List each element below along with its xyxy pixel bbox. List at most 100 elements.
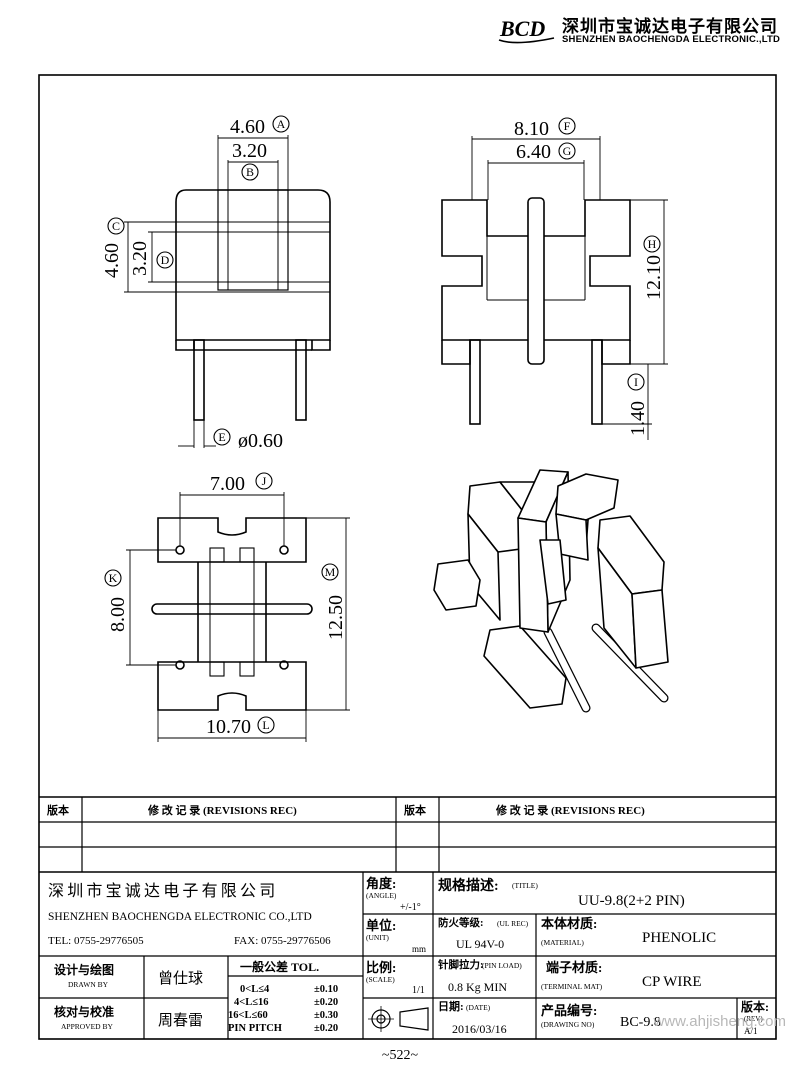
front-view [175,189,331,421]
tol-range-2: 4<L≤16 [234,997,269,1008]
dim-e-value: ø0.60 [238,430,283,452]
terminal-value: CP WIRE [642,974,702,990]
label-f: F [564,119,571,133]
front-view-dims [124,135,289,448]
date-label-en: (DATE) [466,1003,491,1012]
label-j: J [262,474,267,488]
tol-range-1: 0<L≤4 [240,984,270,995]
pinload-label-en: (PIN LOAD) [482,961,522,970]
drawn-value: 曾仕球 [158,970,203,987]
tol-range-3: 16<L≤60 [228,1010,268,1021]
label-h: H [648,237,657,251]
dim-j-value: 7.00 [210,473,245,495]
side-view-dims [471,136,668,440]
dim-k-value: 8.00 [107,597,129,632]
dim-b-value: 3.20 [232,140,267,162]
terminal-label: 端子材质: [546,960,602,975]
tol-val-3: ±0.30 [314,1010,338,1021]
title-value: UU-9.8(2+2 PIN) [578,893,685,909]
label-e: E [218,430,225,444]
title-block-grid [39,872,776,1039]
angle-value: +/-1° [400,902,421,913]
drawn-label-en: DRAWN BY [68,980,109,989]
rev-label-en: (REV) [744,1015,763,1023]
tb-fax: FAX: 0755-29776506 [234,935,331,947]
scale-label: 比例: [366,960,396,975]
unit-value: mm [412,944,426,954]
watermark: www.ahjisheng.com [653,1013,786,1030]
logo-text: BCD [499,16,545,41]
pinload-label: 针脚拉力: [437,958,484,971]
dim-a-value: 4.60 [230,116,265,138]
label-l: L [262,718,269,732]
material-value: PHENOLIC [642,930,716,946]
fire-label: 防火等级: [438,916,484,929]
dim-d-value: 3.20 [129,241,151,276]
label-k: K [109,571,118,585]
rev-label: 版本: [741,999,769,1014]
approved-label: 核对与校准 [54,1004,114,1019]
header-company-en: SHENZHEN BAOCHENGDA ELECTRONIC.,LTD [562,34,781,45]
rev-value: A/1 [744,1026,758,1036]
approved-value: 周春雷 [158,1012,203,1029]
date-value: 2016/03/16 [452,1022,507,1036]
drawn-label: 设计与绘图 [54,962,114,977]
tol-range-4: PIN PITCH [228,1023,282,1034]
tol-val-1: ±0.10 [314,984,338,995]
label-b: B [246,165,254,179]
dim-c-value: 4.60 [101,243,123,278]
revision-table [39,797,776,873]
rev-col-version-right: 版本 [404,803,426,817]
scale-label-en: (SCALE) [366,975,395,984]
tb-company-cn: 深圳市宝诚达电子有限公司 [48,882,278,900]
label-i: I [634,375,638,389]
material-label-en: (MATERIAL) [541,938,584,947]
dim-l-value: 10.70 [206,716,251,738]
material-label: 本体材质: [541,916,597,931]
drawno-value: BC-9.8 [620,1015,661,1030]
title-label: 规格描述: [438,877,499,894]
fire-label-en: (UL REC) [497,919,529,928]
bottom-view-dims [126,492,350,742]
angle-label-en: (ANGLE) [366,891,397,900]
dim-f-value: 8.10 [514,118,549,140]
angle-label: 角度: [366,876,396,891]
unit-label: 单位: [366,918,396,933]
label-m: M [325,565,336,579]
tb-company-en: SHENZHEN BAOCHENGDA ELECTRONIC CO.,LTD [48,911,312,923]
dim-m-value: 12.50 [325,595,347,640]
dim-i-value: 1.40 [627,401,649,436]
fire-value: UL 94V-0 [456,937,504,951]
label-d: D [161,253,170,267]
rev-col-record-right: 修 改 记 录 (REVISIONS REC) [495,803,645,817]
approved-label-en: APPROVED BY [61,1022,113,1031]
header-company-cn: 深圳市宝诚达电子有限公司 [562,17,778,37]
pinload-value: 0.8 Kg MIN [448,980,507,994]
unit-label-en: (UNIT) [366,933,389,942]
drawno-label-en: (DRAWING NO) [541,1020,595,1029]
title-label-en: (TITLE) [512,881,538,890]
page-number: ~522~ [381,1048,419,1063]
sheet-border [38,74,777,1040]
label-a: A [277,117,286,131]
bottom-view [151,517,313,711]
dim-g-value: 6.40 [516,141,551,163]
label-g: G [563,144,572,158]
tb-tel: TEL: 0755-29776505 [48,935,144,947]
side-view [441,197,631,425]
drawno-label: 产品编号: [541,1003,597,1018]
label-c: C [112,219,120,233]
rev-col-version-left: 版本 [47,803,69,817]
rev-col-record-left: 修 改 记 录 (REVISIONS REC) [147,803,297,817]
tolerance-title: 一般公差 TOL. [240,959,319,974]
projection-symbol [368,1006,429,1032]
isometric-view [433,469,669,713]
company-logo: BCD [498,16,555,44]
scale-value: 1/1 [412,985,425,996]
dim-h-value: 12.10 [643,255,665,300]
tol-val-2: ±0.20 [314,997,338,1008]
